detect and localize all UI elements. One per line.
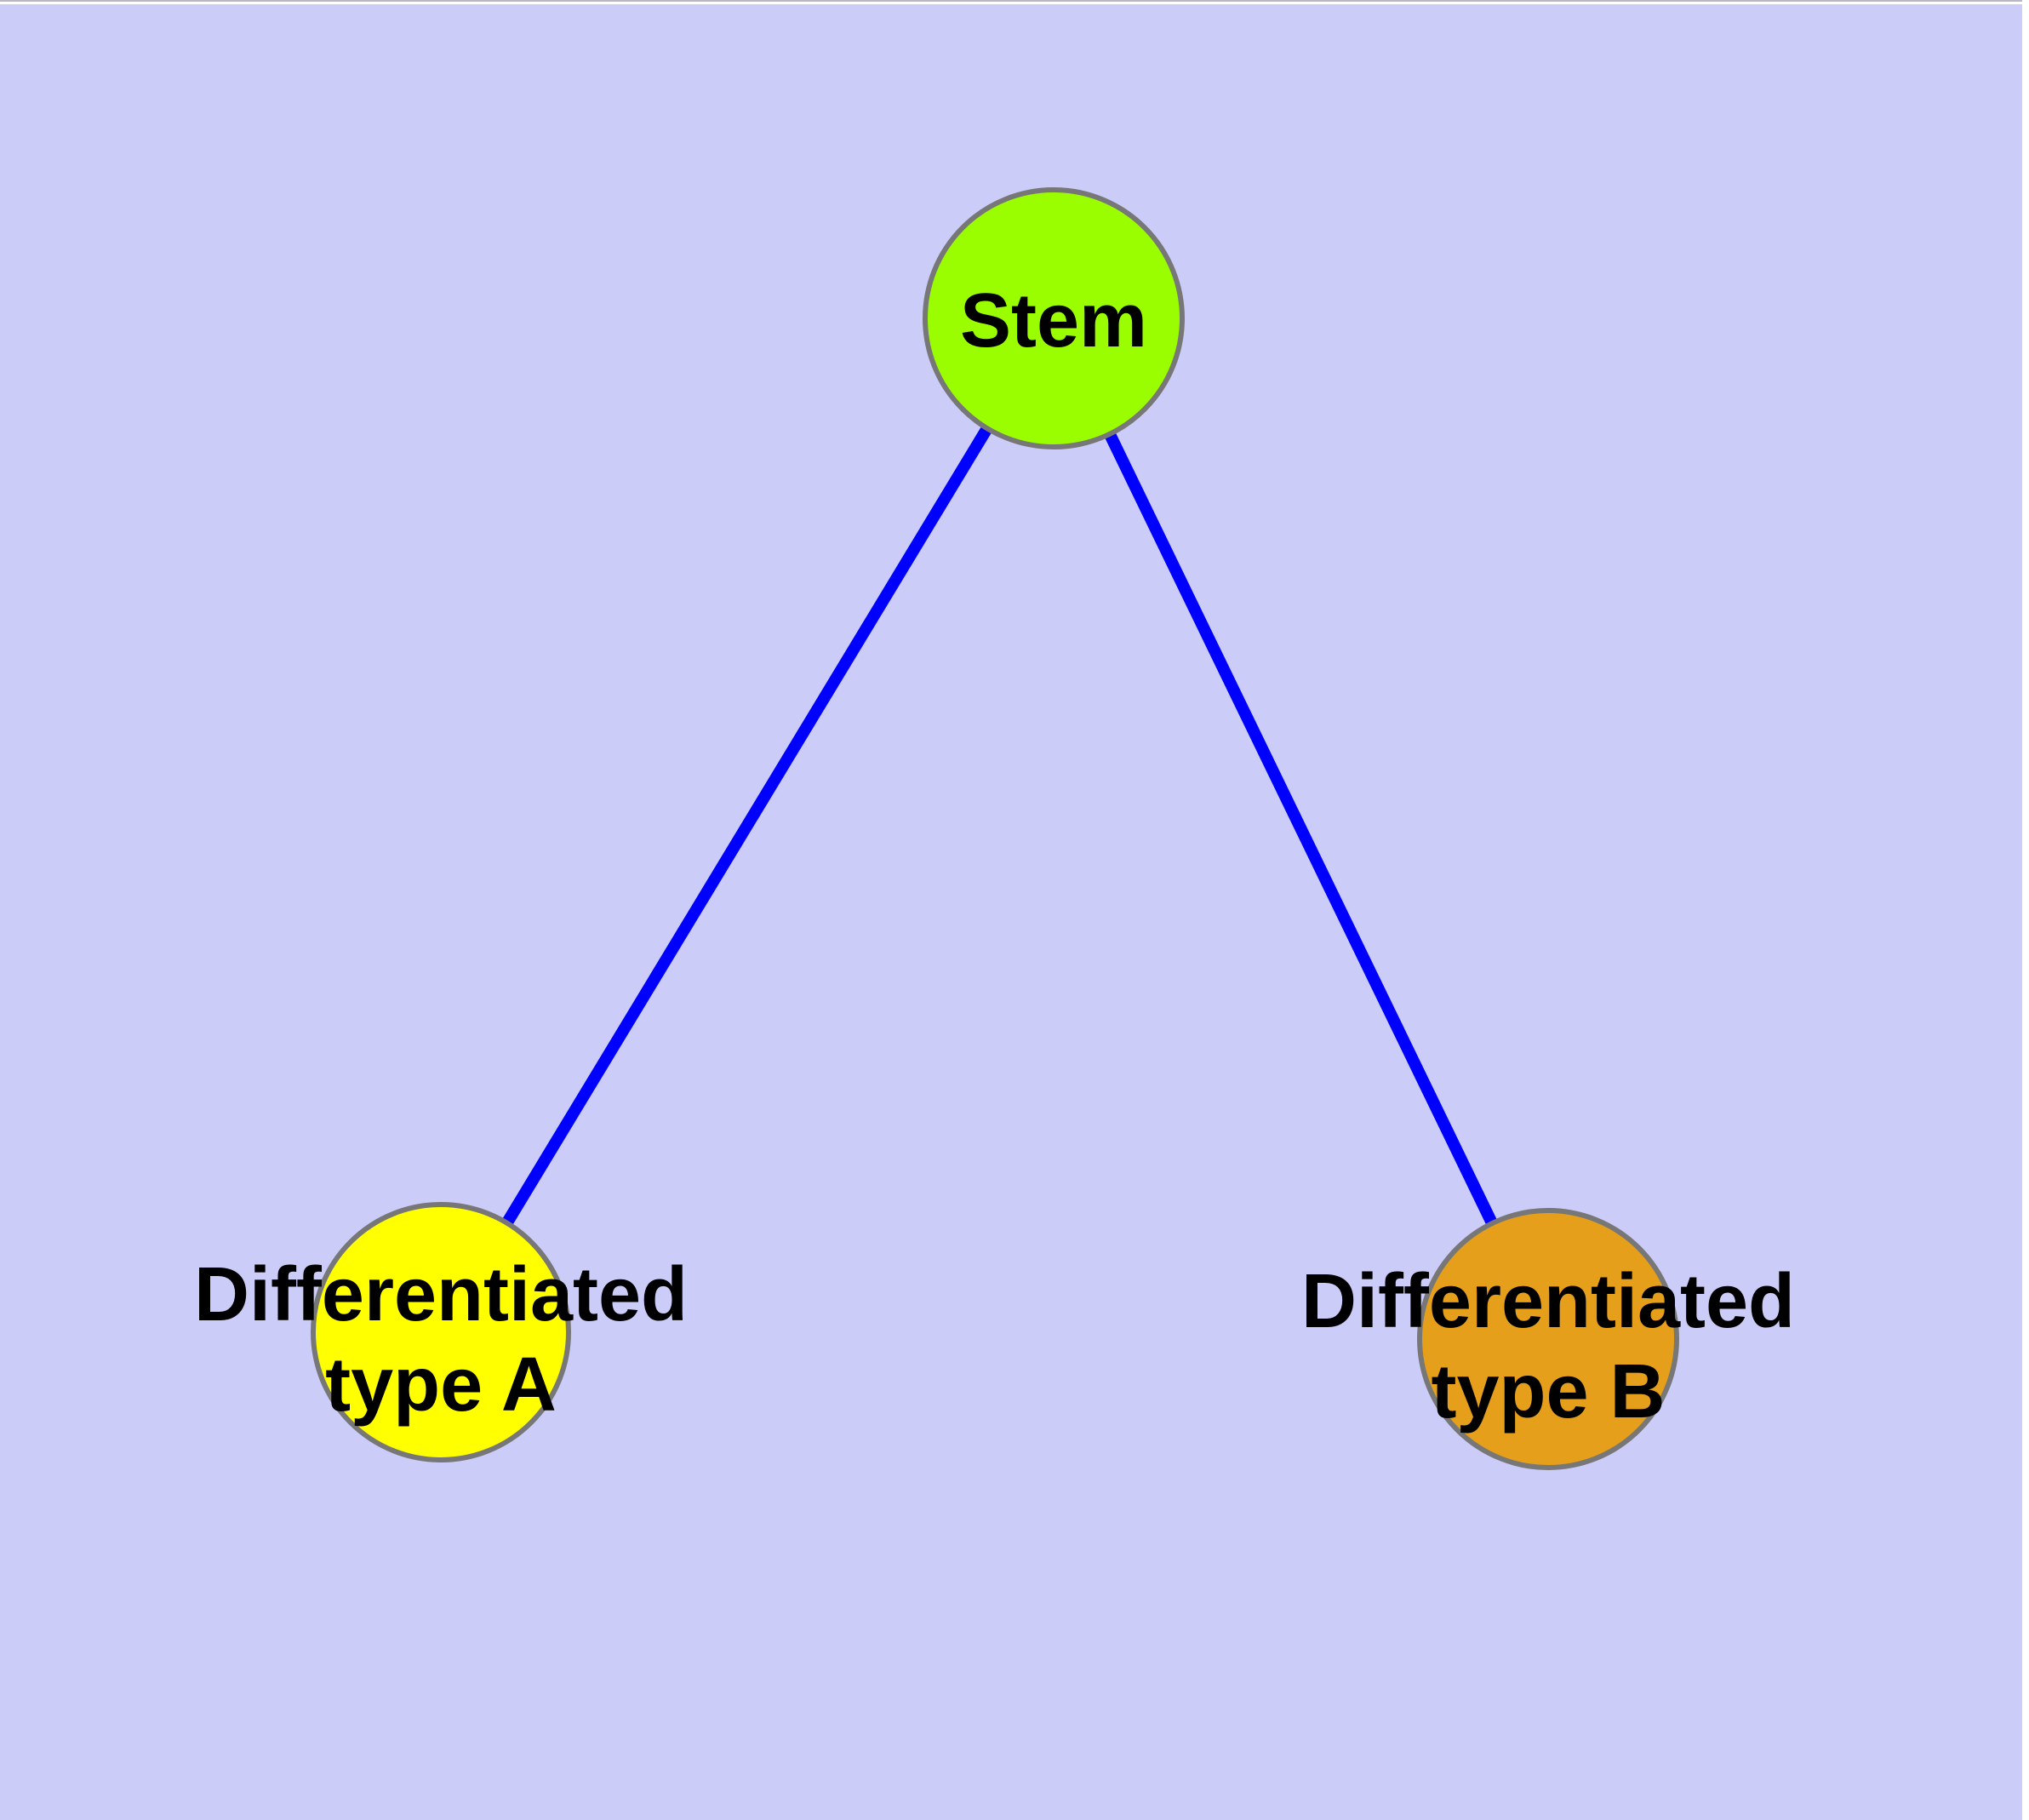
differentiated-type-a-node xyxy=(311,1202,571,1462)
differentiated-type-a-label-line2: type A xyxy=(325,1342,557,1428)
differentiated-type-a-label-line1: Differentiated xyxy=(194,1252,688,1337)
edge-stem-to-type-b xyxy=(1048,315,1554,1342)
window-right-edge xyxy=(2022,0,2029,1820)
window-top-edge xyxy=(0,0,2029,4)
differentiated-type-b-label-line2: type B xyxy=(1431,1349,1665,1434)
differentiated-type-b-label-line1: Differentiated xyxy=(1301,1259,1795,1344)
differentiated-type-b-node xyxy=(1417,1208,1679,1470)
stem-node-label: Stem xyxy=(960,278,1147,363)
stem-node xyxy=(923,187,1185,449)
edge-stem-to-type-a xyxy=(436,315,1059,1336)
